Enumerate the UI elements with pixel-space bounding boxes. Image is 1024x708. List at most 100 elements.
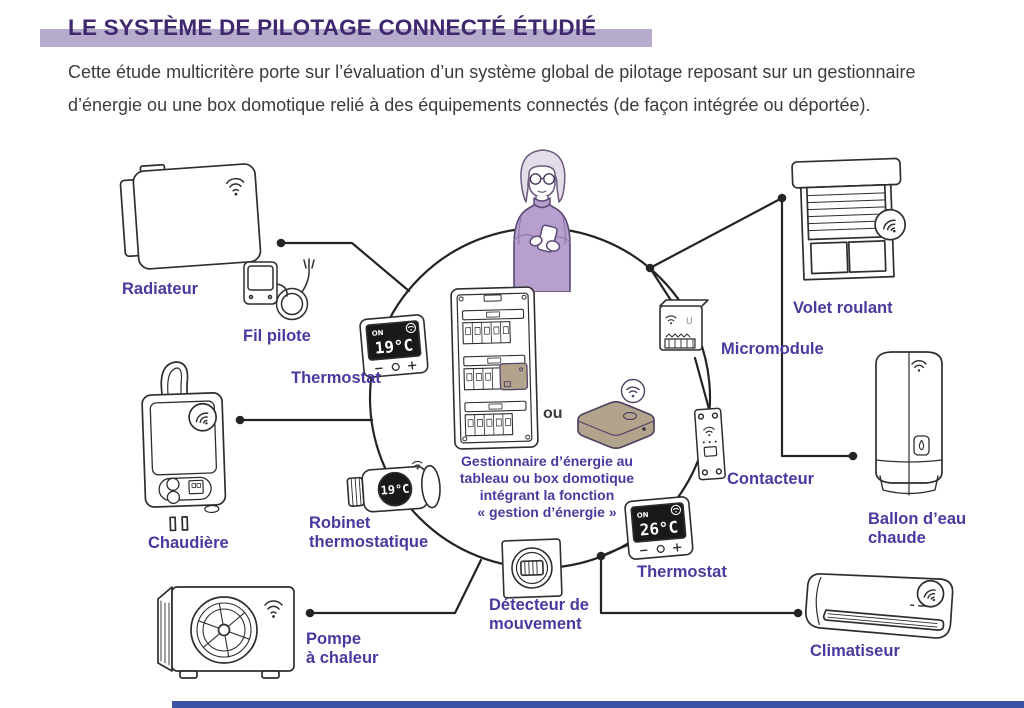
wifi-icon <box>405 322 417 334</box>
boiler-knob-1 <box>166 477 180 491</box>
valve-temp: 19°C <box>380 482 410 498</box>
line-volet <box>648 196 784 270</box>
droplet-icon <box>918 439 925 451</box>
plug-prongs <box>303 258 315 269</box>
label-pompe-line1: Pompe <box>306 630 362 648</box>
thermostat-bottom-icon: ON 26°C <box>624 496 694 560</box>
intro-paragraph: Cette étude multicritère porte sur l’éva… <box>68 56 1018 122</box>
ok-button <box>656 544 665 553</box>
wifi-icon <box>264 600 283 618</box>
wifi-icon <box>665 315 677 325</box>
glasses-icon <box>529 173 555 185</box>
label-chaudiere: Chaudière <box>148 534 229 552</box>
line-pompe <box>308 558 483 615</box>
wifi-badge-icon <box>874 208 907 241</box>
label-robinet-line1: Robinet <box>309 514 371 532</box>
wifi-badge-icon <box>916 579 945 608</box>
label-pompe-line2: à chaleur <box>306 649 379 667</box>
thermostat-status: ON <box>371 329 384 338</box>
wifi-icon <box>225 177 245 196</box>
fil-pilote-icon <box>243 258 315 321</box>
label-ballon-line1: Ballon d’eau <box>868 510 967 528</box>
wifi-badge-icon <box>620 378 646 404</box>
label-thermostat-bottom: Thermostat <box>637 563 727 581</box>
breaker-row-2 <box>463 354 529 391</box>
connection-nodes <box>235 193 858 618</box>
label-detecteur-line1: Détecteur de <box>489 596 589 614</box>
label-thermostat-top: Thermostat <box>291 369 381 387</box>
wifi-badge-icon <box>188 402 217 432</box>
center-caption-line3: intégrant la fonction <box>479 487 615 503</box>
footer-accent-bar <box>172 701 1024 708</box>
line-climatiseur <box>599 554 800 615</box>
wifi-icon <box>670 504 682 516</box>
plus-button <box>407 361 417 370</box>
thermostat-top-icon: ON 19°C <box>359 314 429 378</box>
center-caption-line1: Gestionnaire d’énergie au <box>461 453 633 469</box>
person-smile <box>537 190 547 193</box>
box-domotique-icon <box>577 378 655 450</box>
person-hair <box>520 149 566 203</box>
label-climatiseur: Climatiseur <box>810 642 900 660</box>
ballon-eau-chaude-icon <box>875 351 943 496</box>
energy-manager-module <box>499 362 529 391</box>
robinet-thermostatique-icon: 19°C <box>346 460 441 513</box>
radiateur-icon <box>119 163 262 270</box>
boiler-knob-2 <box>166 490 181 504</box>
volet-roulant-icon <box>791 157 907 281</box>
sweater-collar <box>533 197 551 209</box>
droplet-badge <box>913 435 930 456</box>
label-robinet: Robinet thermostatique <box>309 514 428 552</box>
sweater-folds <box>513 217 571 245</box>
tableau-electrique-icon <box>450 286 539 450</box>
minus-button <box>640 549 648 552</box>
thermostat-temp: 19°C <box>374 335 414 357</box>
line-contacteur <box>693 356 711 411</box>
line-thermostat-bottom <box>599 543 630 558</box>
thermostat-temp: 26°C <box>639 517 679 539</box>
title-highlight-band <box>40 29 652 47</box>
center-caption-line2: tableau ou box domotique <box>459 470 635 486</box>
line-ballon <box>780 196 855 458</box>
label-detecteur: Détecteur de mouvement <box>489 596 589 634</box>
label-ballon: Ballon d’eau chaude <box>868 510 966 548</box>
label-micromodule: Micromodule <box>721 340 824 358</box>
center-caption: Gestionnaire d’énergie au tableau ou box… <box>432 453 662 521</box>
box-top-button <box>622 411 638 421</box>
intro-line-2: d’énergie ou une box domotique relié à d… <box>68 95 871 115</box>
shutter-slats <box>807 192 887 232</box>
label-contacteur: Contacteur <box>727 470 815 488</box>
wifi-icon <box>411 460 423 470</box>
label-robinet-line2: thermostatique <box>309 533 429 551</box>
intro-line-1: Cette étude multicritère porte sur l’éva… <box>68 62 916 82</box>
label-radiateur: Radiateur <box>122 280 199 298</box>
center-caption-line4: « gestion d’énergie » <box>477 504 617 520</box>
plus-button <box>672 543 682 552</box>
fan-icon <box>190 596 258 664</box>
or-label: ou <box>543 405 563 422</box>
breaker-row-1 <box>461 308 525 345</box>
label-detecteur-line2: mouvement <box>489 615 582 633</box>
wifi-icon <box>703 426 715 437</box>
line-micromodule <box>648 266 674 304</box>
pompe-a-chaleur-icon <box>157 586 295 679</box>
climatiseur-icon <box>804 573 954 639</box>
page-title: LE SYSTÈME DE PILOTAGE CONNECTÉ ÉTUDIÉ <box>68 15 597 40</box>
minus-button <box>375 367 383 370</box>
person-hand-right <box>545 240 561 252</box>
person-hand-left <box>529 235 543 247</box>
chaudiere-icon <box>141 361 227 532</box>
micromodule-icon: U <box>659 299 709 351</box>
label-ballon-line2: chaude <box>868 529 926 547</box>
micromodule-mark: U <box>686 317 693 327</box>
detecteur-mouvement-icon <box>501 538 563 599</box>
thermostat-status: ON <box>636 511 649 520</box>
box-led <box>642 427 646 431</box>
wifi-icon <box>911 360 927 372</box>
label-volet-roulant: Volet roulant <box>793 299 893 317</box>
contacteur-icon <box>693 407 726 481</box>
ok-button <box>391 362 400 371</box>
user-with-smartphone <box>513 149 571 292</box>
